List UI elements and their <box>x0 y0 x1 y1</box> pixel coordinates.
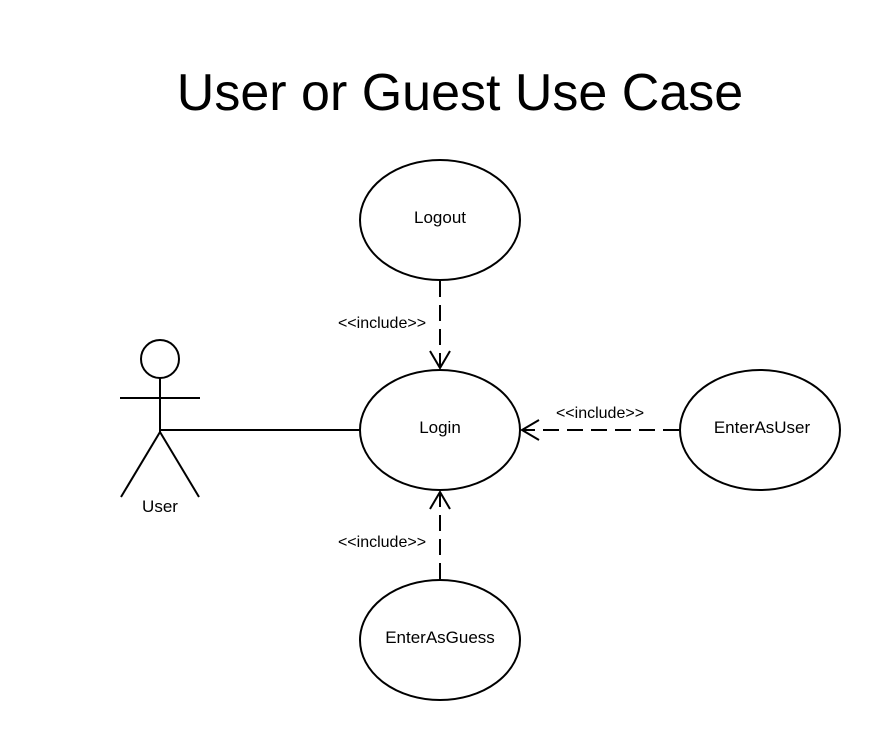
use-case-label: EnterAsGuess <box>385 628 495 647</box>
include-arrowhead <box>429 490 451 510</box>
include-enterguess-login: <<include>> <box>338 490 451 579</box>
use-case-label: EnterAsUser <box>714 418 811 437</box>
include-label-enterguess: <<include>> <box>338 534 426 551</box>
include-enteruser-login: <<include>> <box>520 405 679 441</box>
diagram-title: User or Guest Use Case <box>177 64 743 122</box>
use-case-ellipse <box>679 369 841 491</box>
use-case-enter-as-guess[interactable]: EnterAsGuess <box>359 579 521 701</box>
use-case-ellipse <box>359 579 521 701</box>
include-arrowhead <box>429 350 451 370</box>
use-case-label: Logout <box>414 208 466 227</box>
actor-right-leg <box>159 431 200 498</box>
actor-left-leg <box>120 431 161 498</box>
include-label-enteruser: <<include>> <box>556 405 644 422</box>
use-case-ellipse <box>359 159 521 281</box>
include-arrowhead <box>520 419 540 441</box>
use-case-ellipse <box>359 369 521 491</box>
include-logout-login: <<include>> <box>338 281 451 370</box>
use-case-login[interactable]: Login <box>359 369 521 491</box>
include-label-logout: <<include>> <box>338 315 426 332</box>
actor-label: User <box>142 497 178 516</box>
actor-user[interactable]: User <box>120 339 200 516</box>
use-case-label: Login <box>419 418 461 437</box>
use-case-logout[interactable]: Logout <box>359 159 521 281</box>
actor-head <box>140 339 180 379</box>
use-case-enter-as-user[interactable]: EnterAsUser <box>679 369 841 491</box>
